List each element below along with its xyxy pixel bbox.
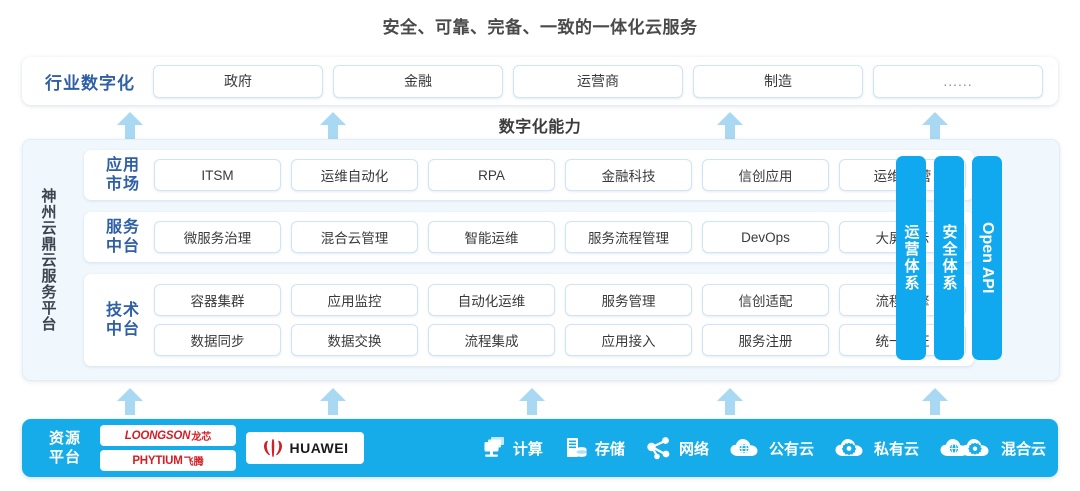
tier-app-label-line1: 应用 bbox=[105, 157, 140, 174]
phytium-logo-cn: 飞腾 bbox=[183, 457, 204, 468]
service-cell-hybrid-cloud-mgmt[interactable]: 混合云管理 bbox=[291, 221, 418, 253]
tech-cell-data-exchange[interactable]: 数据交换 bbox=[291, 324, 418, 356]
tech-cell-xinchuang-adaptation[interactable]: 信创适配 bbox=[702, 284, 829, 316]
tech-cell-data-sync[interactable]: 数据同步 bbox=[154, 324, 281, 356]
arrow-up-8 bbox=[717, 388, 743, 415]
pillar-open-api[interactable]: Open API bbox=[972, 156, 1002, 360]
tech-cell-container-cluster[interactable]: 容器集群 bbox=[154, 284, 281, 316]
resource-item-private-cloud[interactable]: 私有云 bbox=[834, 436, 919, 460]
loongson-logo-cn: 龙芯 bbox=[191, 432, 212, 443]
tech-cell-service-mgmt[interactable]: 服务管理 bbox=[565, 284, 692, 316]
resource-item-compute-label: 计算 bbox=[512, 440, 543, 458]
app-cell-xinchuang-app[interactable]: 信创应用 bbox=[702, 159, 829, 191]
arrow-up-5 bbox=[117, 388, 143, 415]
service-cell-microservice-governance[interactable]: 微服务治理 bbox=[154, 221, 281, 253]
resource-item-hybrid-cloud-label: 混合云 bbox=[1000, 440, 1046, 458]
tier-service-middle-platform: 服务 中台 微服务治理 混合云管理 智能运维 服务流程管理 DevOps 大屏展… bbox=[84, 212, 974, 262]
tier-application-market: 应用 市场 ITSM 运维自动化 RPA 金融科技 信创应用 运维/运营 bbox=[84, 150, 974, 200]
pillar-open-api-label: Open API bbox=[979, 222, 996, 294]
huawei-flower-icon bbox=[263, 439, 282, 457]
network-icon bbox=[647, 437, 670, 460]
app-cell-fintech[interactable]: 金融科技 bbox=[565, 159, 692, 191]
hybrid-cloud-icon bbox=[940, 439, 989, 456]
resource-item-compute[interactable]: 计算 bbox=[481, 436, 543, 460]
capability-label: 数字化能力 bbox=[498, 119, 582, 136]
resource-label-line2: 平台 bbox=[48, 449, 81, 466]
arrow-up-3 bbox=[717, 112, 743, 139]
private-cloud-icon bbox=[835, 439, 863, 456]
arrow-up-9 bbox=[922, 388, 948, 415]
industry-item-finance[interactable]: 金融 bbox=[333, 64, 503, 98]
resource-platform-label: 资源 平台 bbox=[34, 429, 96, 467]
service-cell-intelligent-ops[interactable]: 智能运维 bbox=[428, 221, 555, 253]
tier-tech-label: 技术 中台 bbox=[92, 301, 154, 339]
loongson-logo-en: LOONGSON bbox=[124, 429, 191, 442]
tech-cell-app-access[interactable]: 应用接入 bbox=[565, 324, 692, 356]
arrow-up-7 bbox=[519, 388, 545, 415]
industry-row-label: 行业数字化 bbox=[45, 73, 135, 93]
platform-vertical-label: 神州云鼎云服务平台 bbox=[39, 188, 57, 332]
service-cell-devops[interactable]: DevOps bbox=[702, 221, 829, 253]
tier-app-label: 应用 市场 bbox=[92, 156, 154, 194]
industry-item-government[interactable]: 政府 bbox=[153, 64, 323, 98]
resource-item-private-cloud-label: 私有云 bbox=[873, 440, 919, 458]
huawei-logo-text: HUAWEI bbox=[289, 440, 349, 456]
industry-item-manufacturing[interactable]: 制造 bbox=[693, 64, 863, 98]
pillar-security-system[interactable]: 安全体系 bbox=[934, 156, 964, 360]
tier-service-label-line1: 服务 bbox=[105, 219, 140, 236]
page-title: 安全、可靠、完备、一致的一体化云服务 bbox=[382, 18, 698, 37]
arrow-up-2 bbox=[320, 112, 346, 139]
tier-app-label-line2: 市场 bbox=[105, 176, 140, 193]
industry-item-more[interactable]: ...... bbox=[873, 64, 1043, 98]
app-cell-ops-automation[interactable]: 运维自动化 bbox=[291, 159, 418, 191]
app-cell-itsm[interactable]: ITSM bbox=[154, 159, 281, 191]
resource-label-line1: 资源 bbox=[48, 430, 81, 447]
resource-item-hybrid-cloud[interactable]: 混合云 bbox=[939, 436, 1046, 460]
app-cell-rpa[interactable]: RPA bbox=[428, 159, 555, 191]
phytium-logo-en: PHYTIUM bbox=[132, 454, 183, 467]
resource-item-storage[interactable]: 存储 bbox=[563, 436, 625, 460]
storage-icon bbox=[566, 438, 587, 457]
pillar-operations-label: 运营体系 bbox=[902, 224, 920, 292]
industry-digitalization-row: 行业数字化 政府 金融 运营商 制造 ...... bbox=[22, 57, 1058, 105]
service-cell-service-process-mgmt[interactable]: 服务流程管理 bbox=[565, 221, 692, 253]
resource-item-network-label: 网络 bbox=[678, 440, 709, 458]
resource-item-network[interactable]: 网络 bbox=[645, 436, 709, 460]
resource-item-storage-label: 存储 bbox=[594, 440, 625, 458]
industry-item-operator[interactable]: 运营商 bbox=[513, 64, 683, 98]
tier-service-label: 服务 中台 bbox=[92, 218, 154, 256]
huawei-logo[interactable]: HUAWEI bbox=[246, 432, 364, 464]
tech-cell-process-integration[interactable]: 流程集成 bbox=[428, 324, 555, 356]
tier-technology-middle-platform: 技术 中台 容器集群 应用监控 自动化运维 服务管理 信创适配 流程引擎 数据同… bbox=[84, 274, 974, 366]
tier-tech-label-line1: 技术 bbox=[105, 302, 140, 319]
compute-icon bbox=[484, 437, 504, 457]
arrow-up-4 bbox=[922, 112, 948, 139]
tech-cell-app-monitoring[interactable]: 应用监控 bbox=[291, 284, 418, 316]
public-cloud-icon bbox=[730, 439, 758, 456]
tech-cell-automated-ops[interactable]: 自动化运维 bbox=[428, 284, 555, 316]
tier-service-label-line2: 中台 bbox=[105, 238, 140, 255]
arrow-up-1 bbox=[117, 112, 143, 139]
arrow-up-6 bbox=[320, 388, 346, 415]
resource-item-public-cloud-label: 公有云 bbox=[768, 440, 814, 458]
resource-item-public-cloud[interactable]: 公有云 bbox=[729, 436, 814, 460]
tech-cell-service-registration[interactable]: 服务注册 bbox=[702, 324, 829, 356]
pillar-security-label: 安全体系 bbox=[940, 224, 958, 292]
tier-tech-label-line2: 中台 bbox=[105, 321, 140, 338]
pillar-operations-system[interactable]: 运营体系 bbox=[896, 156, 926, 360]
